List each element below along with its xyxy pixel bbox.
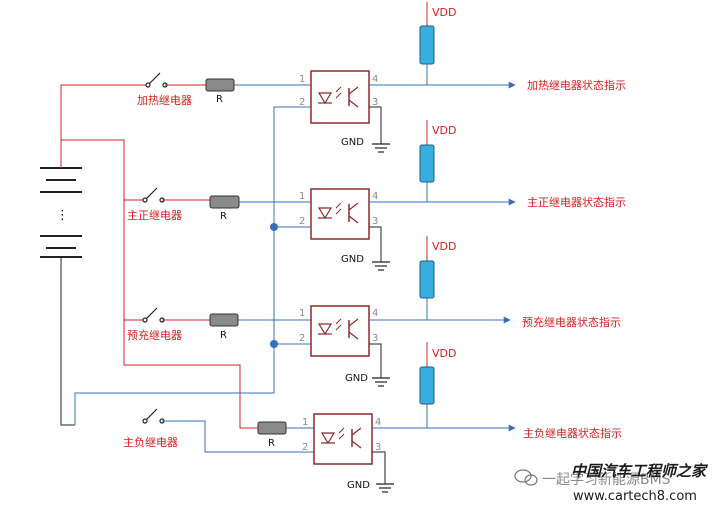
resistor-label: R <box>220 211 227 222</box>
resistor-precharge <box>209 313 239 327</box>
resistor-heating <box>205 78 235 92</box>
pin-label: 3 <box>372 333 378 344</box>
pin-label: 3 <box>372 216 378 227</box>
pin-label: 2 <box>302 442 308 453</box>
pin-label: 2 <box>299 216 305 227</box>
vdd-label: VDD <box>432 347 456 360</box>
pin-label: 4 <box>372 191 378 202</box>
gnd-label: GND <box>341 137 364 148</box>
watermark-url: www.cartech8.com <box>573 489 697 504</box>
watermark-overlap-text: 一起学习新能源BMS <box>542 472 671 488</box>
pin-label: 1 <box>299 74 305 85</box>
vdd-label: VDD <box>432 240 456 253</box>
pin-label: 2 <box>299 97 305 108</box>
ground-icon <box>372 377 390 387</box>
ground-icon <box>372 143 390 153</box>
ground-icon <box>372 261 390 271</box>
switch-main-positive <box>142 187 165 203</box>
ground-icon <box>376 483 394 493</box>
resistor-label: R <box>216 94 223 105</box>
pullup-resistor <box>419 144 435 183</box>
pin-label: 3 <box>372 97 378 108</box>
gnd-label: GND <box>347 480 370 491</box>
optocoupler-main-positive <box>310 188 370 240</box>
return-wires <box>74 106 314 453</box>
output-arrows <box>369 81 516 432</box>
resistor-main-positive <box>209 195 240 209</box>
switch-heating <box>145 72 168 88</box>
relay-label-heating: 加热继电器 <box>137 94 192 107</box>
vdd-label: VDD <box>432 124 456 137</box>
watermark-brand: 中国汽车工程师之家 <box>571 462 709 480</box>
optocoupler-precharge <box>310 305 370 357</box>
resistor-main-negative <box>257 421 287 435</box>
pin-label: 1 <box>299 308 305 319</box>
resistor-label: R <box>268 438 275 449</box>
status-label-heating: 加热继电器状态指示 <box>527 78 626 92</box>
series-wires <box>162 84 210 321</box>
relay-label-precharge: 预充继电器 <box>127 328 182 342</box>
status-label-main-negative: 主负继电器状态指示 <box>523 426 622 440</box>
wechat-icon <box>514 469 538 486</box>
pullup-resistor <box>419 366 435 405</box>
negative-wire <box>60 257 75 426</box>
watermark: 一起学习新能源BMS 中国汽车工程师之家 www.cartech8.com <box>514 462 709 504</box>
pullup-resistor <box>419 25 435 65</box>
positive-wires <box>60 84 258 429</box>
vdd-label: VDD <box>432 6 456 19</box>
ground-wires <box>369 106 386 484</box>
pin-label: 4 <box>372 74 378 85</box>
relay-label-main-positive: 主正继电器 <box>127 209 182 222</box>
pin-label: 4 <box>375 417 381 428</box>
resistor-label: R <box>220 330 227 341</box>
switch-precharge <box>142 307 165 323</box>
pin-label: 2 <box>299 333 305 344</box>
optocoupler-main-negative <box>313 413 373 465</box>
junction-node <box>270 340 278 348</box>
switch-main-negative <box>142 408 165 424</box>
junction-node <box>270 223 278 231</box>
gnd-label: GND <box>345 373 368 384</box>
pin-label: 1 <box>302 417 308 428</box>
battery-ellipsis: ⋮ <box>56 208 69 223</box>
status-label-main-positive: 主正继电器状态指示 <box>527 195 626 209</box>
gnd-label: GND <box>341 254 364 265</box>
status-label-precharge: 预充继电器状态指示 <box>522 315 621 329</box>
pin-label: 3 <box>375 442 381 453</box>
pullup-resistor <box>419 260 435 299</box>
relay-label-main-negative: 主负继电器 <box>123 435 178 449</box>
pin-label: 1 <box>299 191 305 202</box>
pin-label: 4 <box>372 308 378 319</box>
optocoupler-heating <box>310 70 370 124</box>
